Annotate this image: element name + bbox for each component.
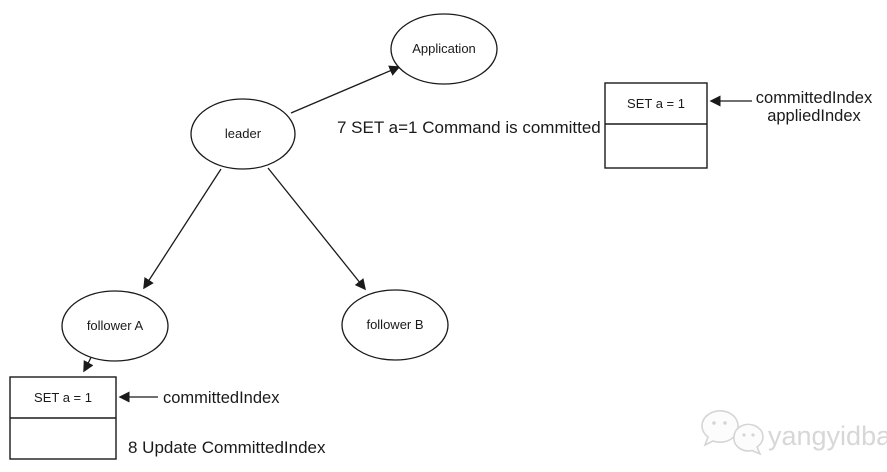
follower-log-box: SET a = 1	[9, 376, 117, 460]
wechat-eye	[742, 433, 746, 437]
wechat-eye	[751, 433, 755, 437]
leader-label: leader	[225, 126, 262, 141]
follower-committed-index-label: committedIndex	[163, 389, 280, 407]
arrow-leader-to-follower-b	[267, 167, 366, 291]
wechat-icon	[701, 410, 764, 456]
watermark: yangyidba	[701, 410, 887, 456]
wechat-bubble-small	[733, 423, 764, 456]
node-application: Application	[390, 13, 498, 85]
leader-log-entry: SET a = 1	[627, 96, 685, 111]
leader-ellipse	[190, 98, 296, 170]
wechat-eye	[723, 421, 727, 425]
wechat-bubble-large	[701, 410, 739, 447]
application-label: Application	[412, 41, 476, 56]
follower-a-label: follower A	[87, 318, 144, 333]
follower-a-ellipse	[61, 290, 169, 362]
application-ellipse	[390, 13, 498, 85]
leader-committed-index-label: committedIndex	[756, 89, 873, 107]
step8-annotation: 8 Update CommittedIndex	[128, 438, 326, 457]
step7-annotation: 7 SET a=1 Command is committed	[337, 118, 601, 137]
watermark-text: yangyidba	[768, 421, 887, 451]
wechat-eye	[712, 421, 716, 425]
follower-b-label: follower B	[366, 317, 423, 332]
node-follower-a: follower A	[61, 290, 169, 362]
arrow-leader-to-follower-a	[143, 168, 222, 290]
node-leader: leader	[190, 98, 296, 170]
follower-log-entry: SET a = 1	[34, 390, 92, 405]
leader-applied-index-label: appliedIndex	[767, 107, 861, 125]
leader-log-outline	[604, 82, 708, 169]
leader-log-box: SET a = 1	[604, 82, 708, 169]
arrow-leader-to-application	[290, 65, 401, 114]
node-follower-b: follower B	[341, 289, 449, 361]
follower-b-ellipse	[341, 289, 449, 361]
